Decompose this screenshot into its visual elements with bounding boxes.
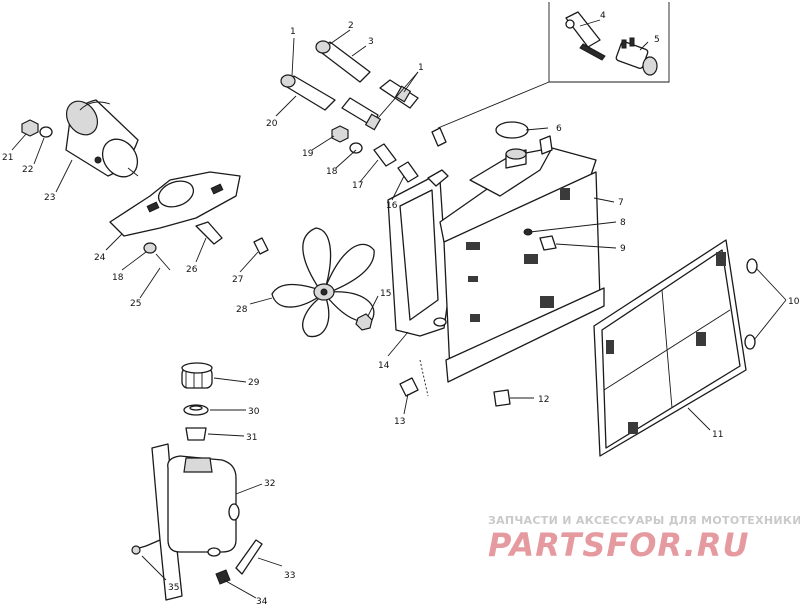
callout-33: 33 <box>284 571 295 581</box>
clamp-1b <box>364 113 382 131</box>
coupling-16a <box>397 161 419 183</box>
fan-blade-28 <box>271 227 375 338</box>
callout-3: 3 <box>368 37 374 47</box>
nut-15 <box>355 313 373 331</box>
callout-18-left: 18 <box>112 273 124 283</box>
bolt-9 <box>539 235 557 251</box>
callout-6: 6 <box>556 124 562 134</box>
leader-lines <box>11 19 787 599</box>
bolt-26 <box>195 221 223 245</box>
nut-21 <box>21 119 39 137</box>
callout-15: 15 <box>380 289 391 299</box>
nut-19 <box>331 125 349 143</box>
callout-19: 19 <box>302 149 314 159</box>
shroud-14 <box>387 169 449 337</box>
screw-25 <box>155 253 171 271</box>
callout-22: 22 <box>22 165 33 175</box>
radiator-cap-6 <box>495 121 529 139</box>
callout-28: 28 <box>236 305 248 315</box>
callout-5: 5 <box>654 35 660 45</box>
callout-25: 25 <box>130 299 141 309</box>
callout-2: 2 <box>348 21 354 31</box>
callout-8: 8 <box>620 218 626 228</box>
hose-group <box>280 40 447 183</box>
part-5-switch <box>615 37 658 76</box>
callout-26: 26 <box>186 265 198 275</box>
hose-3-end <box>315 40 331 54</box>
washer-18 <box>349 142 363 154</box>
clamp-34 <box>215 569 231 585</box>
callout-7: 7 <box>618 198 624 208</box>
callout-12: 12 <box>538 395 549 405</box>
ring-31 <box>185 427 207 441</box>
grommet-10a <box>746 258 758 274</box>
callout-16: 16 <box>386 201 398 211</box>
callout-21: 21 <box>2 153 13 163</box>
washer-30-hole <box>189 405 203 411</box>
callout-23: 23 <box>44 193 55 203</box>
callout-30: 30 <box>248 407 260 417</box>
callout-14: 14 <box>378 361 390 371</box>
callout-32: 32 <box>264 479 275 489</box>
hose-20-end <box>280 74 296 88</box>
watermark-tagline: ЗАПЧАСТИ И АКСЕССУАРЫ ДЛЯ МОТОТЕХНИКИ <box>488 514 800 527</box>
callout-17: 17 <box>352 181 363 191</box>
washer-18-left <box>143 242 157 254</box>
bracket-24 <box>109 171 241 237</box>
callout-18-top: 18 <box>326 167 338 177</box>
callout-20: 20 <box>266 119 278 129</box>
fan-motor-23 <box>65 99 139 178</box>
callout-labels: 1 1 2 3 4 5 6 7 8 9 10 11 12 13 14 15 16… <box>2 11 800 606</box>
callout-1-right: 1 <box>418 63 424 73</box>
grommet-10b <box>744 334 756 350</box>
callout-13: 13 <box>394 417 405 427</box>
grommet-12 <box>493 389 511 407</box>
callout-31: 31 <box>246 433 257 443</box>
callout-34: 34 <box>256 597 268 606</box>
hose-33 <box>235 539 263 575</box>
callout-10: 10 <box>788 297 800 307</box>
inset-frame <box>548 2 670 83</box>
clip-13 <box>399 377 419 397</box>
inset-pointer <box>437 81 550 129</box>
clip-13-axis <box>419 359 429 397</box>
coupling-17 <box>373 143 397 167</box>
callout-27: 27 <box>232 275 243 285</box>
callout-9: 9 <box>620 244 626 254</box>
watermark: ЗАПЧАСТИ И АКСЕССУАРЫ ДЛЯ МОТОТЕХНИКИ PA… <box>488 514 800 564</box>
cap-29 <box>181 362 213 389</box>
callout-29: 29 <box>248 378 260 388</box>
callout-11: 11 <box>712 430 723 440</box>
part-4-wire <box>565 11 606 61</box>
callout-24: 24 <box>94 253 106 263</box>
callout-35: 35 <box>168 583 179 593</box>
inset-detail <box>437 2 670 129</box>
screen-11 <box>593 239 747 457</box>
washer-22 <box>39 126 53 138</box>
fitting <box>431 127 447 147</box>
callout-4: 4 <box>600 11 606 21</box>
callout-1-left: 1 <box>290 27 296 37</box>
watermark-brand: PARTSFOR.RU <box>488 526 749 564</box>
radiator-7 <box>439 135 605 383</box>
spacer-27 <box>253 237 269 255</box>
